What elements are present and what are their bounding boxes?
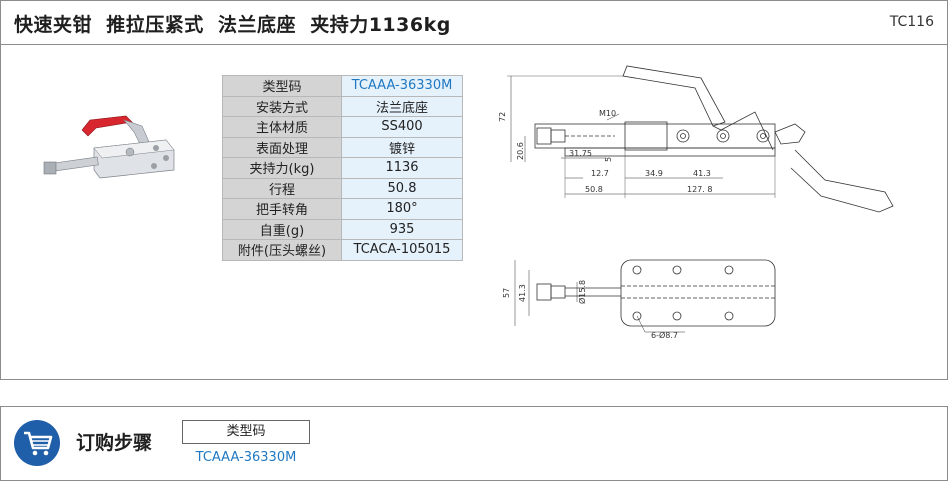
spec-key: 行程 (222, 177, 342, 199)
spec-value: 1136 (341, 157, 463, 179)
spec-key: 类型码 (222, 75, 342, 97)
spec-key: 附件(压头螺丝) (222, 239, 342, 261)
type-code-value: TCAAA-36330M (195, 450, 297, 465)
catalog-code: TC116 (889, 14, 934, 30)
spec-value: 50.8 (341, 177, 463, 199)
dim-dia-15-8: Ø15.8 (577, 280, 587, 304)
spec-key: 把手转角 (222, 198, 342, 220)
order-steps-title: 订购步骤 (76, 432, 153, 454)
dim-5: 5 (604, 157, 613, 162)
spec-value: 镀锌 (341, 136, 463, 158)
dim-20-6: 20.6 (516, 142, 525, 160)
dim-41-3-bottom: 41.3 (518, 284, 527, 302)
dim-34-9: 34.9 (645, 169, 663, 178)
spec-value: 法兰底座 (341, 95, 463, 117)
top-view-drawing: 57 41.3 Ø15.8 6-Ø8.7 (502, 259, 776, 340)
dim-12-7: 12.7 (591, 169, 609, 178)
dim-31-75: 31.75 (569, 149, 592, 158)
spec-value: TCACA-105015 (341, 239, 463, 261)
dim-127-8: 127. 8 (687, 185, 712, 194)
dim-72: 72 (498, 112, 507, 122)
dim-57: 57 (502, 288, 511, 298)
table-row: 表面处理镀锌 (222, 136, 463, 158)
title-divider (0, 44, 948, 45)
side-view-drawing: 72 20.6 M10 31.75 5 12.7 34.9 41.3 50.8 … (498, 65, 894, 213)
shopping-cart-icon (14, 420, 60, 466)
spec-key: 主体材质 (222, 116, 342, 138)
spec-value: 935 (341, 218, 463, 240)
toggle-clamp-photo (43, 115, 175, 179)
dim-holes: 6-Ø8.7 (651, 330, 678, 340)
dim-m10: M10 (599, 109, 616, 118)
table-row: 自重(g)935 (222, 218, 463, 240)
dim-41-3: 41.3 (693, 169, 711, 178)
table-row: 夹持力(kg)1136 (222, 157, 463, 179)
spec-key: 自重(g) (222, 218, 342, 240)
dim-50-8: 50.8 (585, 185, 603, 194)
spec-key: 夹持力(kg) (222, 157, 342, 179)
spec-value: 180° (341, 198, 463, 220)
spec-key: 安装方式 (222, 95, 342, 117)
type-code-label: 类型码 (182, 420, 310, 444)
spec-value: SS400 (341, 116, 463, 138)
spec-value: TCAAA-36330M (341, 75, 463, 97)
product-panel (0, 0, 948, 380)
spec-key: 表面处理 (222, 136, 342, 158)
page-title: 快速夹钳 推拉压紧式 法兰底座 夹持力1136kg (14, 14, 451, 36)
table-row: 安装方式法兰底座 (222, 95, 463, 117)
table-row: 附件(压头螺丝)TCACA-105015 (222, 239, 463, 261)
